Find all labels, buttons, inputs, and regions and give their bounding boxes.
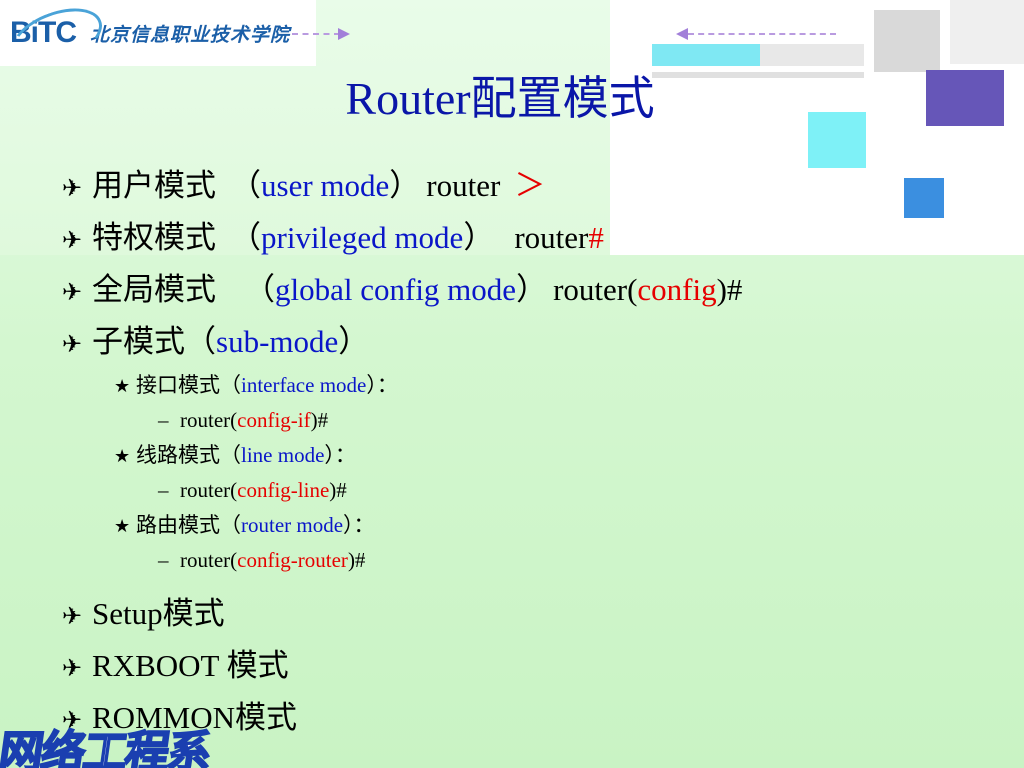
prompt-suffix: )# xyxy=(347,548,366,572)
prompt-text: router( xyxy=(553,272,638,307)
paren-open: （ xyxy=(230,220,261,255)
deco-square-cyan xyxy=(808,112,866,168)
mode-name: ROMMON模式 xyxy=(92,700,297,735)
submode-prompt: –router(config-line)# xyxy=(62,473,992,508)
deco-square-lightgrey xyxy=(950,0,1024,64)
submode-name-en: interface mode xyxy=(241,373,367,397)
prompt-text: router( xyxy=(180,478,238,502)
paren-open: （ xyxy=(220,513,241,537)
paren-open: （ xyxy=(230,168,261,203)
submode-item: ★路由模式（router mode）： xyxy=(62,508,992,543)
airplane-arrow-icon: ✈ xyxy=(62,278,83,306)
prompt-highlight: config-line xyxy=(237,478,330,502)
mode-list: ✈用户模式（user mode）router＞ ✈特权模式（privileged… xyxy=(62,160,992,744)
submode-name-cn: 路由模式 xyxy=(136,513,220,537)
department-watermark: 网络工程系 xyxy=(0,726,214,768)
submode-item: ★线路模式（line mode）： xyxy=(62,438,992,473)
list-item: ✈ Setup模式 xyxy=(62,588,992,640)
deco-square-blue xyxy=(904,178,944,218)
submode-item: ★接口模式（interface mode）： xyxy=(62,368,992,403)
deco-square-cyan-bar xyxy=(652,44,760,66)
prompt-highlight: config xyxy=(637,272,717,307)
paren-close: ） xyxy=(516,272,548,307)
airplane-arrow-icon: ✈ xyxy=(62,602,83,630)
header-strip xyxy=(0,0,316,66)
prompt-highlight: # xyxy=(588,220,604,255)
star-icon: ★ xyxy=(114,376,131,397)
submode-name-en: router mode xyxy=(241,513,344,537)
airplane-arrow-icon: ✈ xyxy=(62,226,83,254)
star-icon: ★ xyxy=(114,516,131,537)
paren-open: （ xyxy=(220,373,241,397)
mode-name-cn: 全局模式 xyxy=(92,272,216,307)
mode-name-en: sub-mode xyxy=(216,324,339,359)
mode-name-cn: 用户模式 xyxy=(92,168,216,203)
prompt-text: router xyxy=(514,220,589,255)
list-item: ✈ 子模式（sub-mode） xyxy=(62,316,992,368)
star-icon: ★ xyxy=(114,446,131,467)
paren-close: ） xyxy=(463,220,495,255)
paren-open: （ xyxy=(220,443,241,467)
mode-name-cn: 特权模式 xyxy=(92,220,216,255)
list-item: ✈ 用户模式 （user mode）router ＞ xyxy=(62,160,992,212)
prompt-highlight: config-if xyxy=(237,408,311,432)
mode-name: Setup模式 xyxy=(92,596,225,631)
right-arrow-line xyxy=(292,33,340,35)
dash-bullet: – xyxy=(158,408,169,432)
paren-close: ）： xyxy=(343,513,375,537)
paren-close: ）： xyxy=(366,373,398,397)
submode-name-cn: 接口模式 xyxy=(136,373,220,397)
submode-prompt: –router(config-if)# xyxy=(62,403,992,438)
prompt-highlight: ＞ xyxy=(514,168,546,203)
right-arrow-icon xyxy=(338,28,350,40)
paren-close: ） xyxy=(389,168,421,203)
prompt-suffix: )# xyxy=(310,408,329,432)
mode-name-en: global config mode xyxy=(275,272,517,307)
logo-mark: BiTC xyxy=(10,16,77,49)
prompt-text: router( xyxy=(180,408,238,432)
prompt-suffix: )# xyxy=(329,478,347,502)
deco-square-grey-bar xyxy=(760,44,864,66)
list-item: ✈ ROMMON模式 xyxy=(62,692,992,744)
slide-title: Router配置模式 xyxy=(345,73,655,124)
mode-name: RXBOOT 模式 xyxy=(92,648,289,683)
list-item: ✈ 全局模式 （global config mode）router(config)# xyxy=(62,264,992,316)
deco-square-grey xyxy=(874,10,940,72)
left-arrow-icon xyxy=(676,28,688,40)
mode-name-en: privileged mode xyxy=(261,220,464,255)
paren-close: ） xyxy=(338,324,370,359)
mode-name-en: user mode xyxy=(261,168,390,203)
left-arrow-line xyxy=(688,33,836,35)
dash-bullet: – xyxy=(158,548,169,572)
submode-name-cn: 线路模式 xyxy=(136,443,220,467)
list-item: ✈ 特权模式 （privileged mode） router# xyxy=(62,212,992,264)
airplane-arrow-icon: ✈ xyxy=(62,330,83,358)
submode-prompt: –router(config-router)# xyxy=(62,543,992,578)
list-item: ✈ RXBOOT 模式 xyxy=(62,640,992,692)
prompt-suffix: )# xyxy=(716,272,743,307)
dash-bullet: – xyxy=(158,478,169,502)
logo-school-name: 北京信息职业技术学院 xyxy=(90,23,291,46)
prompt-text: router xyxy=(426,168,501,203)
paren-open: （ xyxy=(244,272,275,307)
paren-open: （ xyxy=(185,324,216,359)
mode-name-cn: 子模式 xyxy=(92,324,185,359)
prompt-text: router( xyxy=(180,548,238,572)
paren-close: ）： xyxy=(324,443,356,467)
airplane-arrow-icon: ✈ xyxy=(62,706,83,734)
airplane-arrow-icon: ✈ xyxy=(62,174,83,202)
airplane-arrow-icon: ✈ xyxy=(62,654,83,682)
deco-square-grey-line xyxy=(652,72,864,78)
prompt-highlight: config-router xyxy=(237,548,348,572)
deco-square-purple xyxy=(926,70,1004,126)
submode-name-en: line mode xyxy=(241,443,325,467)
school-logo: BiTC 北京信息职业技术学院 xyxy=(4,0,291,77)
